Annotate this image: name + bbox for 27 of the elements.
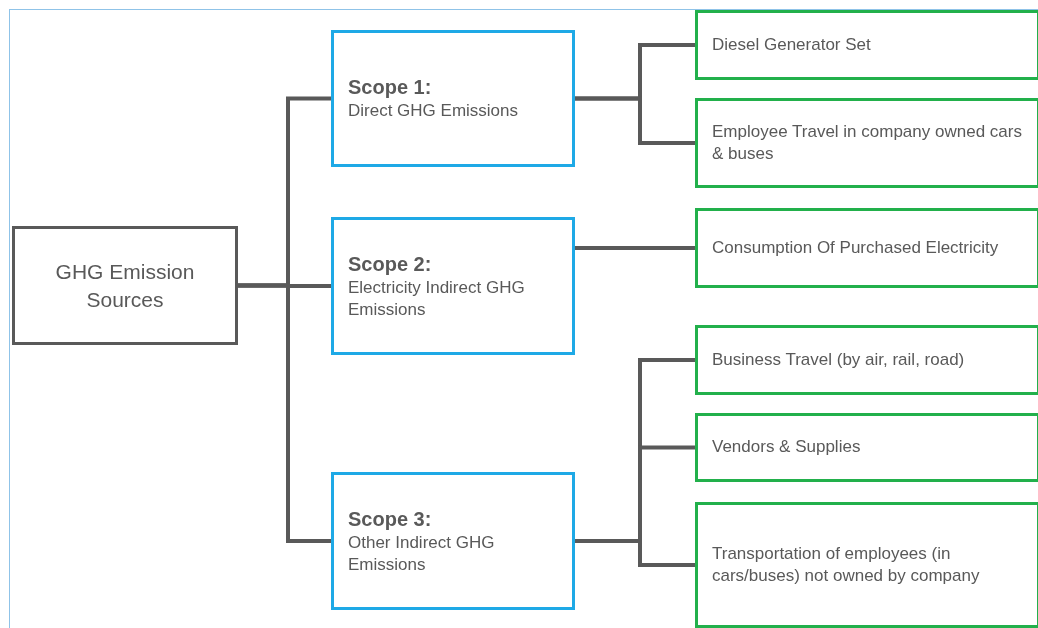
source-box xyxy=(695,98,1038,188)
connector-line xyxy=(575,246,695,250)
root-box xyxy=(12,226,238,345)
source-box xyxy=(695,208,1038,288)
source-box xyxy=(695,502,1038,628)
scope-box xyxy=(331,30,575,167)
connector-line xyxy=(238,283,331,543)
scope-heading: Scope 2: xyxy=(348,251,433,277)
box-label: GHG Emission Sources xyxy=(54,259,196,313)
box-label: Consumption Of Purchased Electricity xyxy=(712,236,1000,259)
box-label: Vendors & Supplies xyxy=(712,436,862,459)
box-label: Direct GHG Emissions xyxy=(348,100,520,123)
connector-line xyxy=(575,96,695,145)
box-label: Employee Travel in company owned cars & buses xyxy=(712,120,1023,165)
source-box xyxy=(695,10,1038,80)
scope-box xyxy=(331,472,575,610)
connector-line xyxy=(575,539,695,567)
box-label: Diesel Generator Set xyxy=(712,33,872,56)
source-box xyxy=(695,325,1038,395)
box-label: Business Travel (by air, rail, road) xyxy=(712,348,966,371)
scope-heading: Scope 3: xyxy=(348,506,433,532)
box-label: Electricity Indirect GHG Emissions xyxy=(348,276,526,321)
box-label: Other Indirect GHG Emissions xyxy=(348,531,496,576)
box-label: Transportation of employees (in cars/buses) not owned by company xyxy=(712,542,981,587)
scope-heading: Scope 1: xyxy=(348,75,433,101)
scope-box xyxy=(331,217,575,355)
source-box xyxy=(695,413,1038,482)
